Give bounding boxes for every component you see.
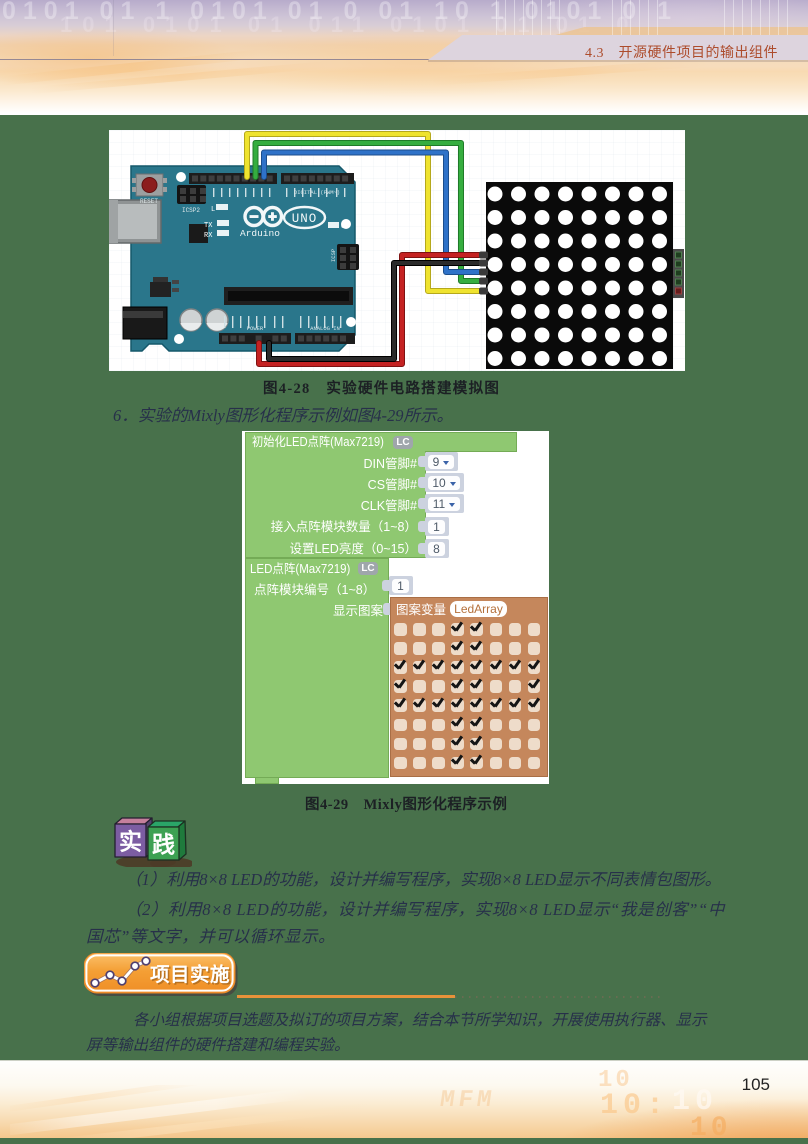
svg-text:DIGITAL (PWM~): DIGITAL (PWM~) [294,189,340,196]
svg-text:项目实施: 项目实施 [150,963,230,986]
svg-text:UNO: UNO [292,212,318,226]
svg-text:POWER: POWER [247,325,264,332]
svg-text:实: 实 [119,829,142,855]
svg-text:项目实施: 项目实施 [152,965,232,988]
svg-text:TX: TX [204,222,213,230]
svg-text:L: L [211,206,215,214]
svg-text:ICSP2: ICSP2 [182,207,200,214]
svg-text:ON: ON [341,223,349,230]
svg-text:ANALOG IN: ANALOG IN [310,325,340,332]
svg-text:Arduino: Arduino [240,228,280,239]
svg-text:RESET: RESET [140,198,158,205]
svg-text:RX: RX [204,232,213,240]
svg-text:ICSP: ICSP [330,249,337,262]
svg-text:践: 践 [152,832,175,858]
